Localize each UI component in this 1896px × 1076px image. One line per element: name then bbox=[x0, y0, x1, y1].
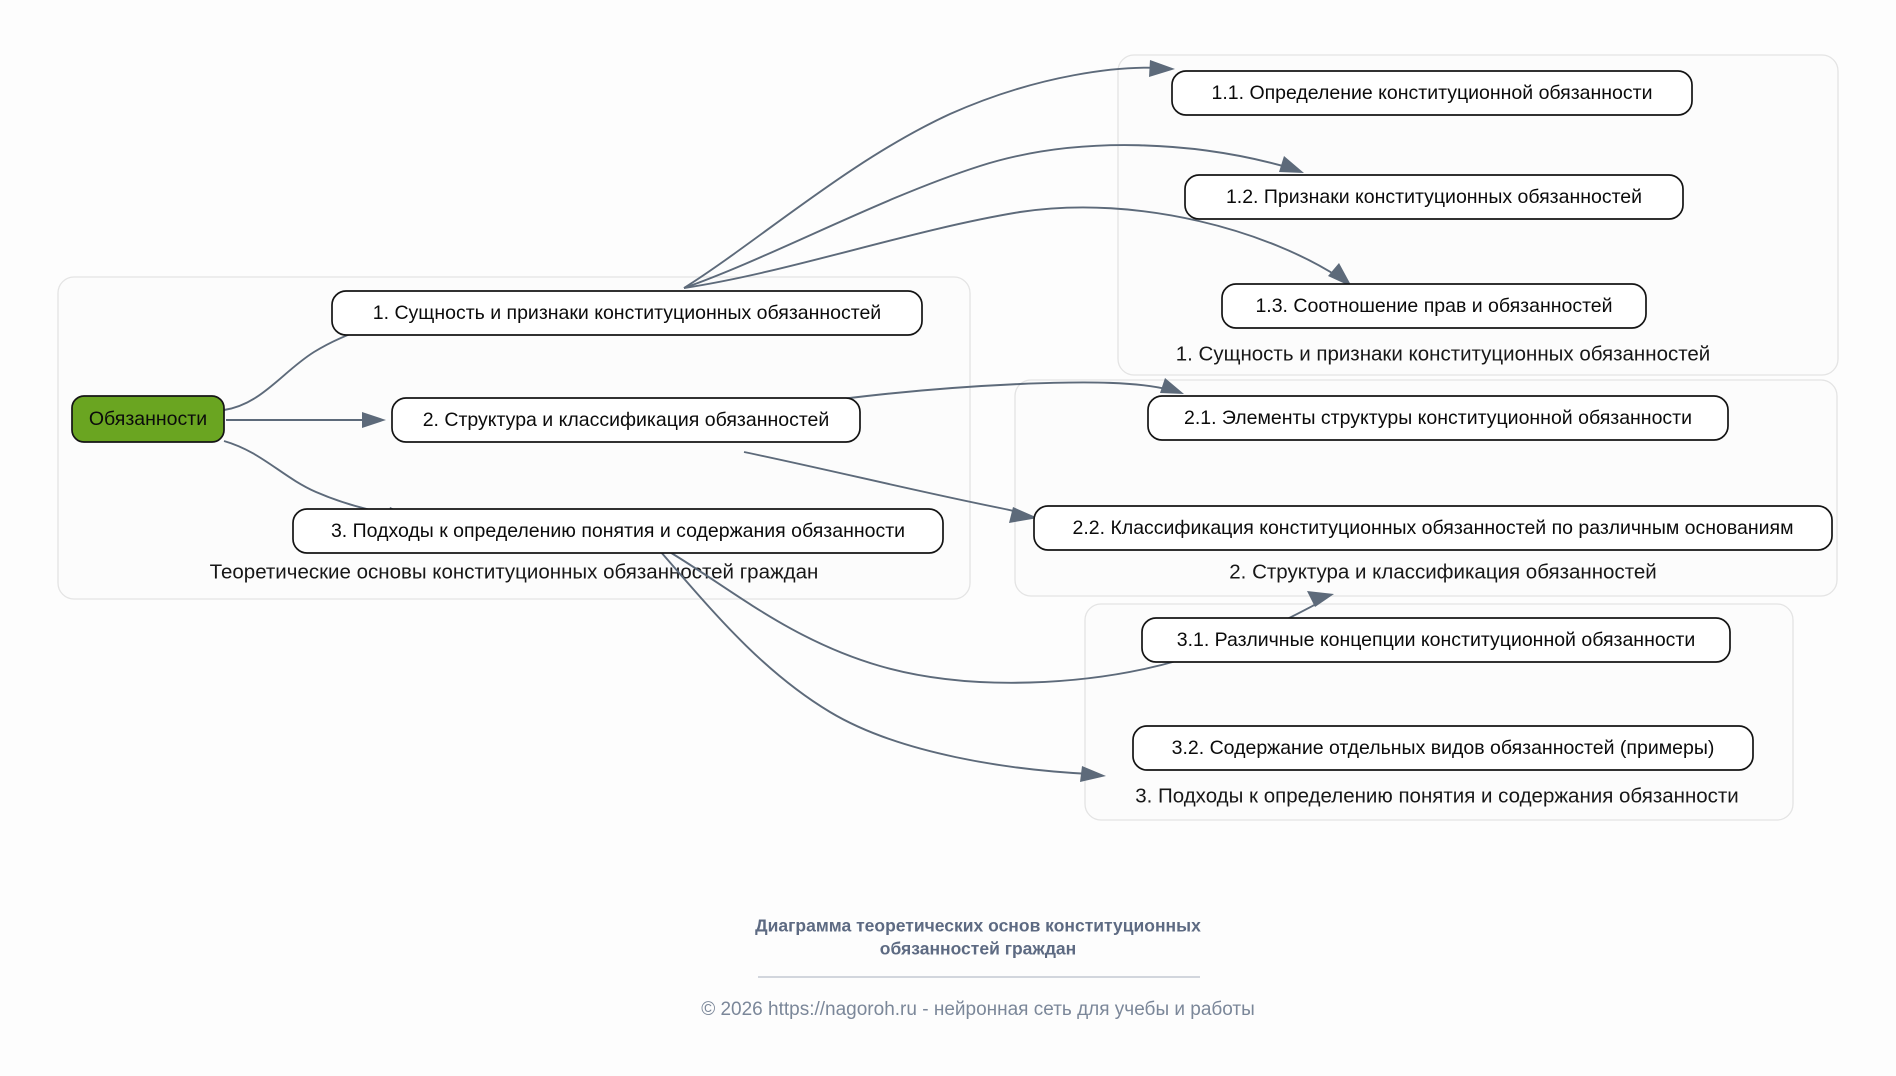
node-root[interactable]: Обязанности bbox=[71, 395, 225, 443]
footer-title-line-1: Диаграмма теоретических основ конституци… bbox=[755, 916, 1201, 936]
node-n22[interactable]: 2.2. Классификация конституционных обяза… bbox=[1033, 505, 1833, 551]
edge-n1-to-n11 bbox=[683, 66, 1161, 289]
node-n1-label: 1. Сущность и признаки конституционных о… bbox=[373, 302, 881, 324]
footer-title-line-2: обязанностей граждан bbox=[880, 939, 1076, 959]
node-n12-box[interactable] bbox=[1184, 174, 1684, 220]
node-root-label: Обязанности bbox=[89, 408, 207, 430]
footer-credit: © 2026 https://nagoroh.ru - нейронная се… bbox=[701, 999, 1255, 1020]
node-n2-box[interactable] bbox=[391, 397, 861, 443]
edge-n3-to-n32 bbox=[659, 550, 1091, 775]
node-n32-box[interactable] bbox=[1132, 725, 1754, 771]
edge-n2-to-n22-arrowhead bbox=[1009, 507, 1038, 523]
node-n31[interactable]: 3.1. Различные концепции конституционной… bbox=[1141, 617, 1731, 663]
edge-n1-to-n12 bbox=[683, 144, 1291, 289]
node-n11[interactable]: 1.1. Определение конституционной обязанн… bbox=[1171, 70, 1693, 116]
node-n22-box[interactable] bbox=[1033, 505, 1833, 551]
cluster-2-label: 2. Структура и классификация обязанносте… bbox=[1229, 560, 1656, 583]
edge-n2-to-n21-arrowhead bbox=[1160, 378, 1184, 394]
node-n3[interactable]: 3. Подходы к определению понятия и содер… bbox=[292, 508, 944, 554]
cluster-1-label: 1. Сущность и признаки конституционных о… bbox=[1176, 342, 1710, 365]
node-n32[interactable]: 3.2. Содержание отдельных видов обязанно… bbox=[1132, 725, 1754, 771]
node-n1-box[interactable] bbox=[331, 290, 923, 336]
cluster-main-label: Теоретические основы конституционных обя… bbox=[210, 560, 819, 583]
node-n21[interactable]: 2.1. Элементы структуры конституционной … bbox=[1147, 395, 1729, 441]
edge-root-to-n2-arrowhead bbox=[362, 412, 386, 428]
node-n2[interactable]: 2. Структура и классификация обязанносте… bbox=[391, 397, 861, 443]
node-n11-box[interactable] bbox=[1171, 70, 1693, 116]
cluster-3-label: 3. Подходы к определению понятия и содер… bbox=[1135, 784, 1739, 807]
node-n13-label: 1.3. Соотношение прав и обязанностей bbox=[1255, 295, 1612, 317]
node-n31-label: 3.1. Различные концепции конституционной… bbox=[1177, 629, 1696, 651]
edge-n1-to-n12-arrowhead bbox=[1279, 156, 1304, 173]
node-n21-box[interactable] bbox=[1147, 395, 1729, 441]
node-n3-box[interactable] bbox=[292, 508, 944, 554]
node-n13-box[interactable] bbox=[1221, 283, 1647, 329]
edge-n3-to-n31-arrowhead bbox=[1307, 591, 1334, 607]
node-root-box[interactable] bbox=[71, 395, 225, 443]
node-n1[interactable]: 1. Сущность и признаки конституционных о… bbox=[331, 290, 923, 336]
node-n13[interactable]: 1.3. Соотношение прав и обязанностей bbox=[1221, 283, 1647, 329]
node-n12[interactable]: 1.2. Признаки конституционных обязанност… bbox=[1184, 174, 1684, 220]
node-n32-label: 3.2. Содержание отдельных видов обязанно… bbox=[1172, 737, 1715, 759]
node-n21-label: 2.1. Элементы структуры конституционной … bbox=[1184, 407, 1692, 429]
node-n2-label: 2. Структура и классификация обязанносте… bbox=[423, 409, 830, 431]
node-n22-label: 2.2. Классификация конституционных обяза… bbox=[1073, 517, 1794, 539]
footer: Диаграмма теоретических основ конституци… bbox=[701, 916, 1255, 1020]
node-n3-label: 3. Подходы к определению понятия и содер… bbox=[331, 520, 905, 542]
edge-n1-to-n13-arrowhead bbox=[1328, 263, 1352, 287]
node-n12-label: 1.2. Признаки конституционных обязанност… bbox=[1226, 186, 1642, 208]
edge-n1-to-n11-arrowhead bbox=[1149, 60, 1175, 77]
node-n11-label: 1.1. Определение конституционной обязанн… bbox=[1212, 82, 1653, 104]
edge-n1-to-n13 bbox=[683, 206, 1341, 289]
edge-n3-to-n32-arrowhead bbox=[1080, 766, 1106, 782]
node-n31-box[interactable] bbox=[1141, 617, 1731, 663]
